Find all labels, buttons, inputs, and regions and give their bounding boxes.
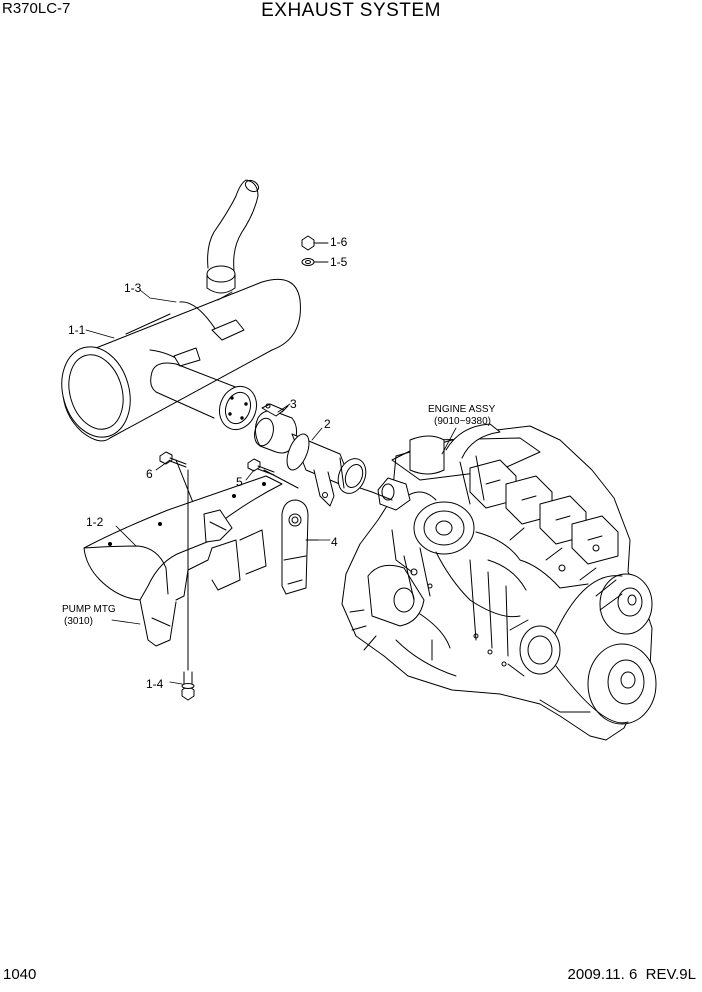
bolt-1-4 [181, 671, 195, 701]
heat-shield [83, 469, 283, 671]
model-number: R370LC-7 [2, 0, 71, 17]
page-title: EXHAUST SYSTEM [261, 0, 441, 21]
muffler-bracket [281, 499, 319, 595]
revision-code: REV.9L [645, 966, 696, 983]
pump-mtg-label: PUMP MTG [62, 604, 116, 615]
bolts [159, 451, 299, 511]
callout-1-4: 1-4 [146, 677, 164, 691]
revision-info: 2009.11. 6 REV.9L [568, 966, 696, 983]
leader-lines [85, 289, 457, 685]
engine-assy-range: (9010~9380) [434, 416, 491, 427]
muffler [61, 179, 301, 442]
callout-4: 4 [331, 535, 338, 549]
callout-labels: 1-1 1-3 1-6 1-5 3 2 6 5 1-2 4 1-4 ENGINE… [62, 235, 496, 691]
callout-1-1: 1-1 [68, 323, 86, 337]
callout-1-2: 1-2 [86, 515, 104, 529]
pump-mtg-ref: (3010) [64, 616, 93, 627]
callout-5: 5 [236, 475, 243, 489]
page-number: 1040 [3, 966, 37, 983]
exhaust-pipe [286, 433, 373, 507]
callout-1-5: 1-5 [330, 255, 348, 269]
revision-date: 2009.11. 6 [567, 966, 638, 983]
engine-assembly [341, 423, 657, 741]
nut-and-washer [301, 235, 329, 266]
callout-2: 2 [324, 417, 331, 431]
callout-1-6: 1-6 [330, 235, 348, 249]
callout-6: 6 [146, 467, 153, 481]
clamp [254, 403, 298, 454]
callout-1-3: 1-3 [124, 281, 142, 295]
callout-3: 3 [290, 397, 297, 411]
engine-assy-label: ENGINE ASSY [428, 404, 496, 415]
